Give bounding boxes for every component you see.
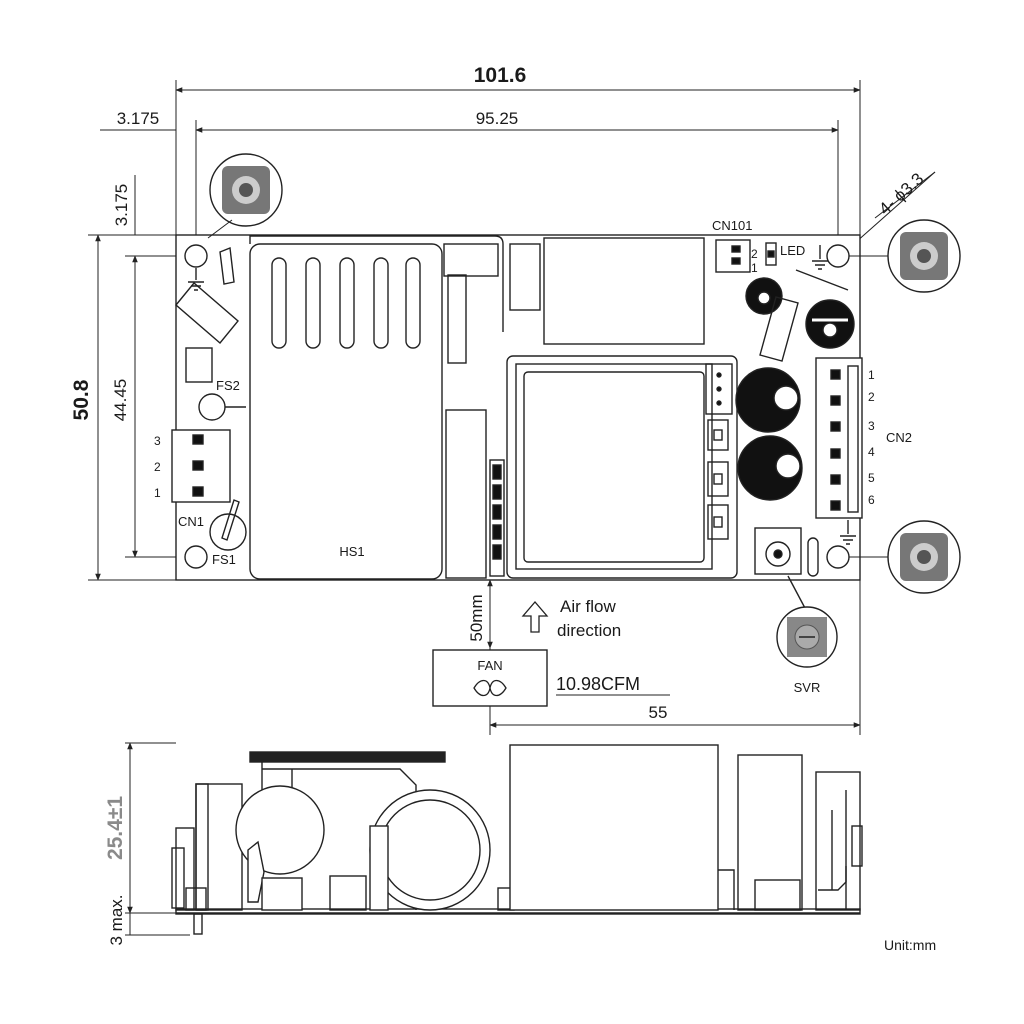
cn101-pin: 2 <box>751 247 758 261</box>
heatsink-body <box>249 243 443 580</box>
transformer-small <box>543 237 705 345</box>
pcb-top-view <box>171 234 863 611</box>
svr-detail-icon <box>776 606 838 668</box>
mount-hole-bl <box>184 545 208 569</box>
dim-hole-spacing-y: 44.45 <box>111 379 130 422</box>
dim-top-offset: 3.175 <box>112 184 131 227</box>
label-hs1: HS1 <box>339 544 364 559</box>
dim-mount-holes: 4- ϕ3.3 <box>875 169 927 219</box>
dim-total-width: 50.8 <box>70 379 93 420</box>
label-svr: SVR <box>794 680 821 695</box>
cn1-pin: 2 <box>154 460 161 474</box>
cn2-pin: 4 <box>868 445 875 459</box>
cn1-pin: 3 <box>154 434 161 448</box>
label-cn101: CN101 <box>712 218 752 233</box>
dim-fan-distance: 50mm <box>467 594 486 641</box>
airflow-line1: Air flow <box>560 597 616 616</box>
dimension-lines <box>88 80 936 936</box>
dim-height: 25.4±1 <box>104 796 127 860</box>
cn2-pin: 6 <box>868 493 875 507</box>
airflow-arrow-icon <box>521 601 549 633</box>
standoff-nut-icon <box>887 219 961 293</box>
cn1-pin: 1 <box>154 486 161 500</box>
label-fs1: FS1 <box>212 552 236 567</box>
dim-total-length: 101.6 <box>474 64 527 87</box>
fan-icon <box>473 679 507 697</box>
standoff-nut-icon <box>887 520 961 594</box>
label-cn2: CN2 <box>886 430 912 445</box>
cn101-pin: 1 <box>751 261 758 275</box>
pcb-side-view <box>171 744 863 935</box>
mount-hole-tl <box>184 244 208 268</box>
cn2-pin: 3 <box>868 419 875 433</box>
label-cn1: CN1 <box>178 514 204 529</box>
dim-pin-length: 3 max. <box>107 894 126 945</box>
dim-hole-spacing-x: 95.25 <box>476 109 519 128</box>
cn2-pin: 5 <box>868 471 875 485</box>
cn2-pin: 1 <box>868 368 875 382</box>
airflow-line2: direction <box>557 621 621 640</box>
standoff-icons <box>207 153 961 668</box>
dim-fan-offset: 55 <box>649 703 668 722</box>
standoff-nut-icon <box>209 153 283 227</box>
cn2-pin: 2 <box>868 390 875 404</box>
fan-box: FAN <box>432 649 548 707</box>
label-led: LED <box>780 243 805 258</box>
fan-cfm: 10.98CFM <box>556 674 640 694</box>
unit-label: Unit:mm <box>884 937 936 953</box>
label-fs2: FS2 <box>216 378 240 393</box>
dim-left-offset: 3.175 <box>117 109 160 128</box>
fan-label: FAN <box>477 658 502 673</box>
